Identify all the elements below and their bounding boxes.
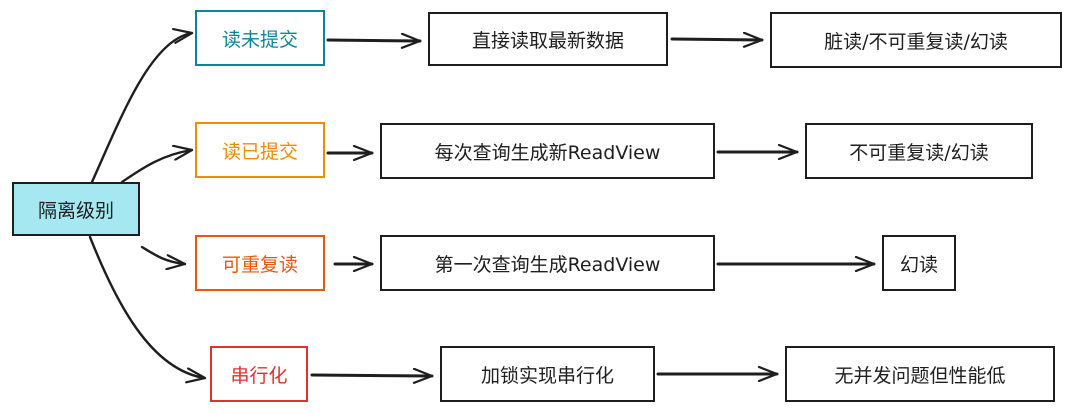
mechanism-read-uncommitted: 直接读取最新数据 (428, 12, 668, 66)
edge-root-to-level-3 (140, 245, 187, 264)
issues-repeatable-read: 幻读 (882, 235, 956, 291)
mechanism-serializable: 加锁实现串行化 (440, 346, 655, 402)
mechanism-read-committed: 每次查询生成新ReadView (380, 123, 715, 179)
edge-root-to-level-4 (88, 235, 207, 378)
mechanism-repeatable-read: 第一次查询生成ReadView (380, 235, 715, 291)
edge-level-4-to-mechanism (310, 375, 434, 376)
level-read-uncommitted: 读未提交 (195, 10, 325, 66)
edge-mechanism-1-to-issues (670, 39, 764, 40)
issues-read-uncommitted: 脏读/不可重复读/幻读 (770, 12, 1062, 68)
issues-serializable: 无并发问题但性能低 (785, 346, 1055, 402)
issues-read-committed: 不可重复读/幻读 (805, 123, 1033, 179)
level-repeatable-read: 可重复读 (195, 235, 325, 291)
root-node: 隔离级别 (12, 182, 140, 236)
level-read-committed: 读已提交 (195, 122, 325, 178)
level-serializable: 串行化 (210, 346, 308, 402)
edge-level-1-to-mechanism (326, 40, 422, 41)
edge-root-to-level-2 (120, 150, 194, 184)
edge-root-to-level-1 (90, 33, 194, 184)
